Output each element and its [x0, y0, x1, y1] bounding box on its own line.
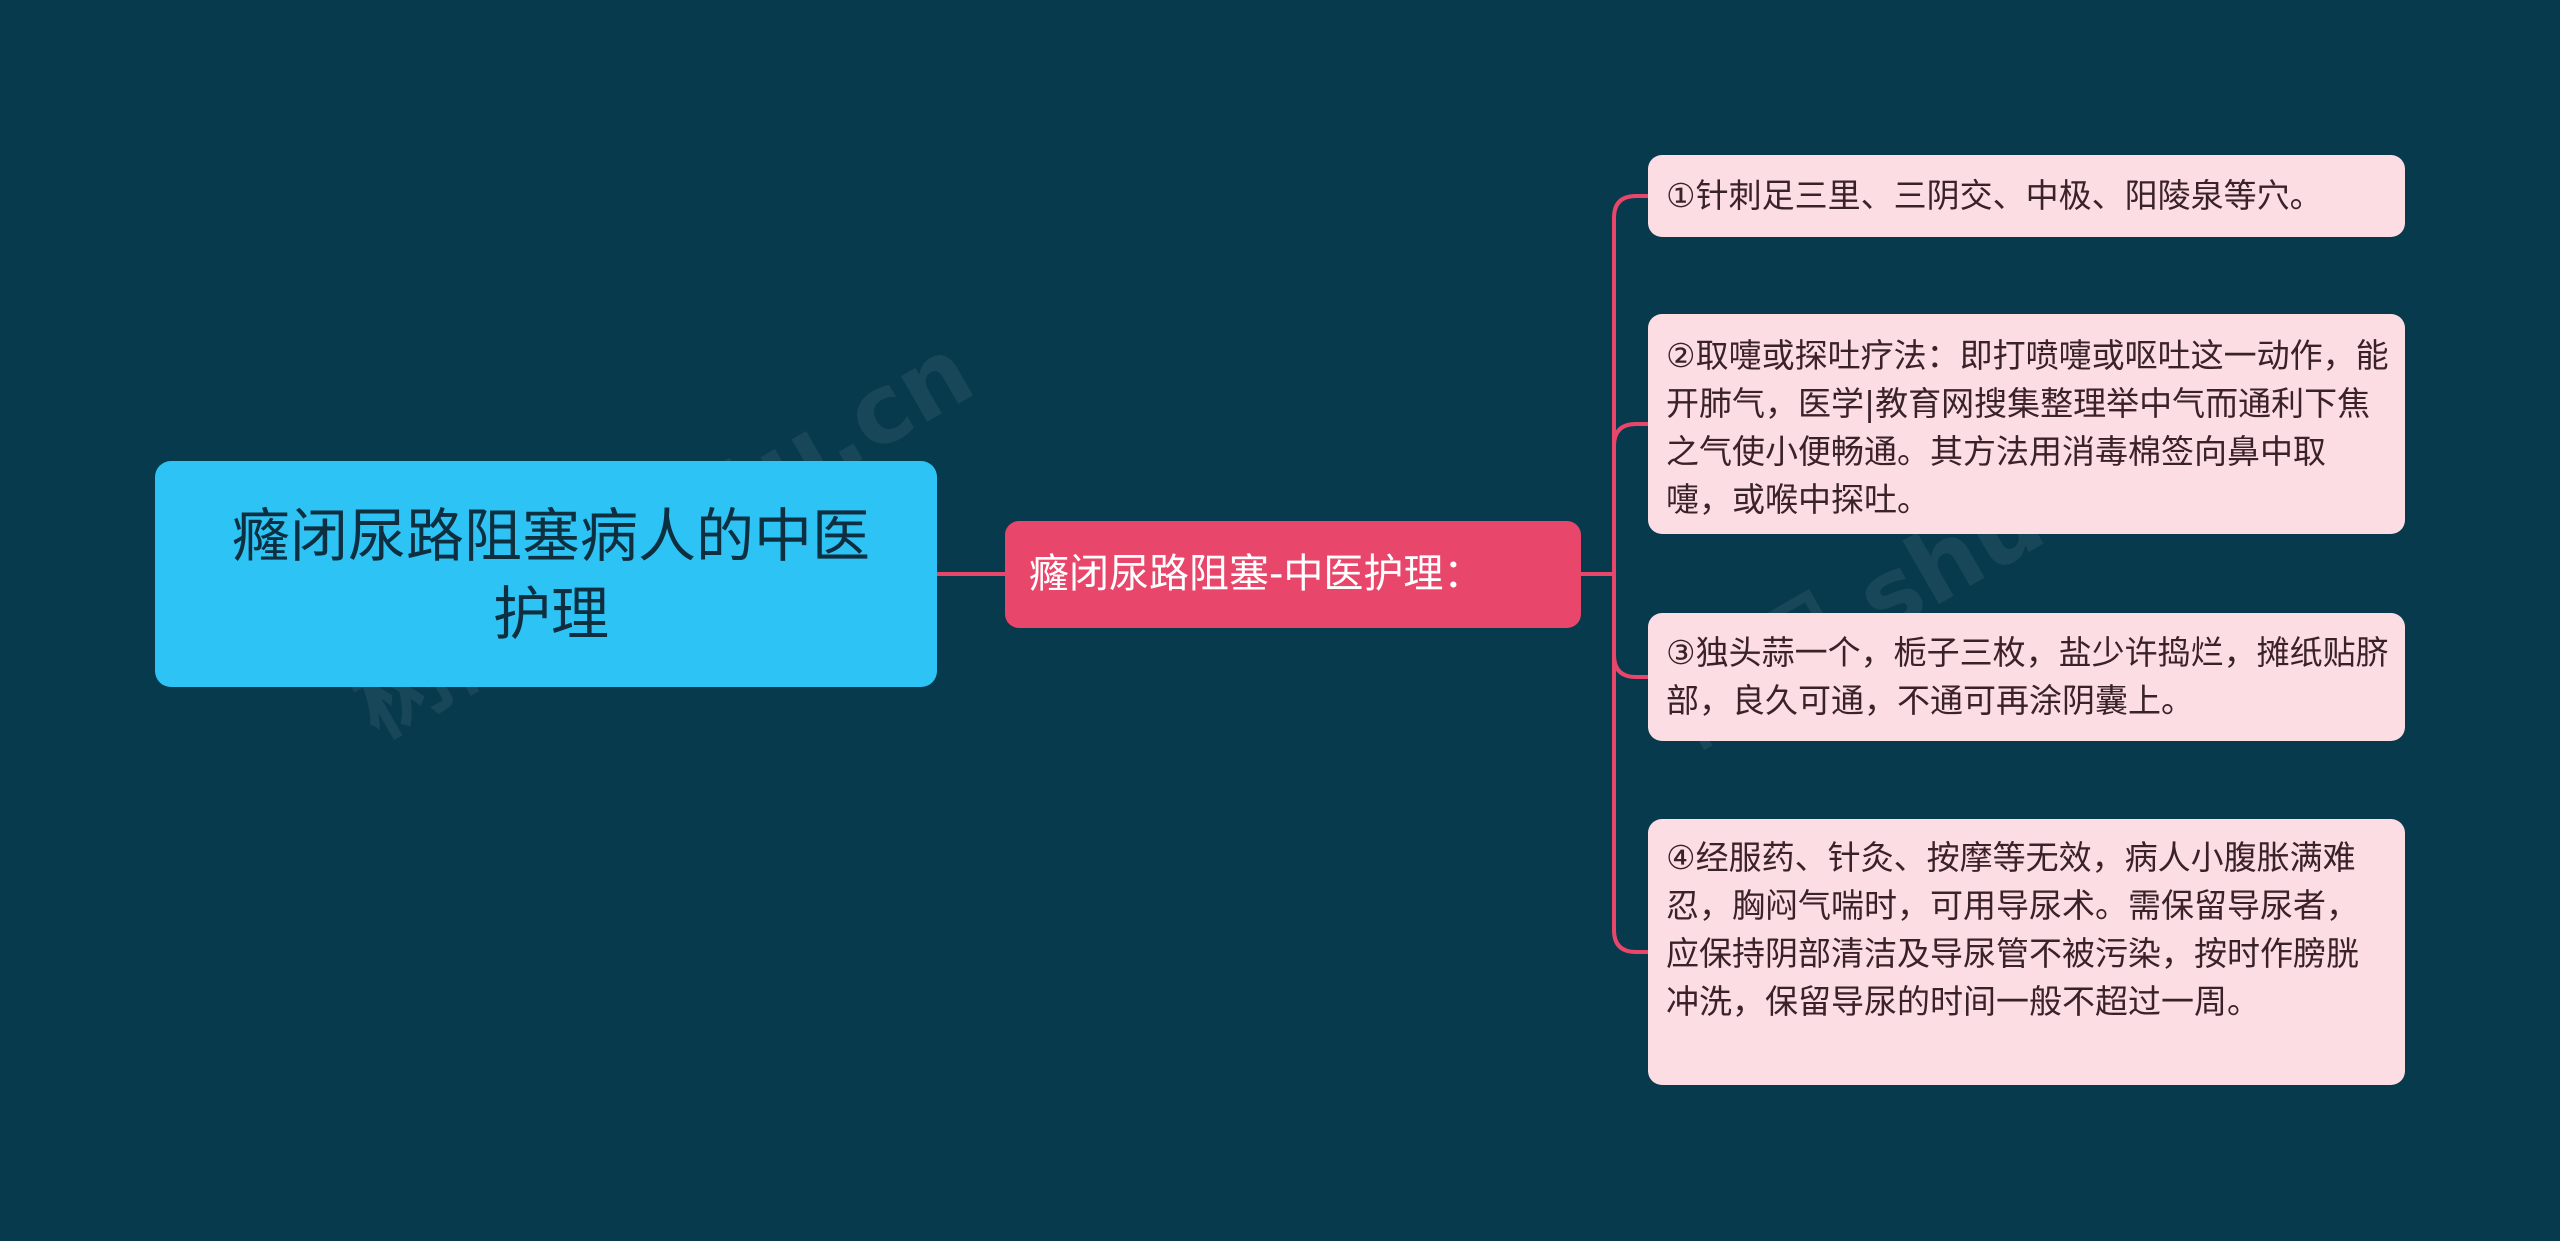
leaf-node-3[interactable]: ③独头蒜一个，栀子三枚，盐少许捣烂，摊纸贴脐部，良久可通，不通可再涂阴囊上。	[1648, 613, 2405, 741]
leaf-node-label: ①针刺足三里、三阴交、中极、阳陵泉等穴。	[1666, 176, 2323, 215]
connector-leaf-2	[1612, 422, 1650, 448]
root-node-label: 癃闭尿路阻塞病人的中医护理	[231, 502, 870, 648]
connector-leaf-1	[1612, 194, 1650, 576]
leaf-node-4[interactable]: ④经服药、针灸、按摩等无效，病人小腹胀满难忍，胸闷气喘时，可用导尿术。需保留导尿…	[1648, 819, 2405, 1085]
leaf-node-label: ④经服药、针灸、按摩等无效，病人小腹胀满难忍，胸闷气喘时，可用导尿术。需保留导尿…	[1666, 838, 2359, 1021]
leaf-node-1[interactable]: ①针刺足三里、三阴交、中极、阳陵泉等穴。	[1648, 155, 2405, 237]
leaf-node-label: ②取嚏或探吐疗法：即打喷嚏或呕吐这一动作，能开肺气，医学|教育网搜集整理举中气而…	[1666, 336, 2389, 519]
root-node[interactable]: 癃闭尿路阻塞病人的中医护理	[155, 461, 937, 687]
leaf-node-label: ③独头蒜一个，栀子三枚，盐少许捣烂，摊纸贴脐部，良久可通，不通可再涂阴囊上。	[1666, 633, 2389, 720]
leaf-node-2[interactable]: ②取嚏或探吐疗法：即打喷嚏或呕吐这一动作，能开肺气，医学|教育网搜集整理举中气而…	[1648, 314, 2405, 534]
connector-leaf-3	[1612, 572, 1650, 679]
branch-node[interactable]: 癃闭尿路阻塞-中医护理：	[1005, 521, 1581, 628]
connector-leaf-4	[1612, 653, 1650, 954]
branch-node-label: 癃闭尿路阻塞-中医护理：	[1029, 551, 1484, 597]
